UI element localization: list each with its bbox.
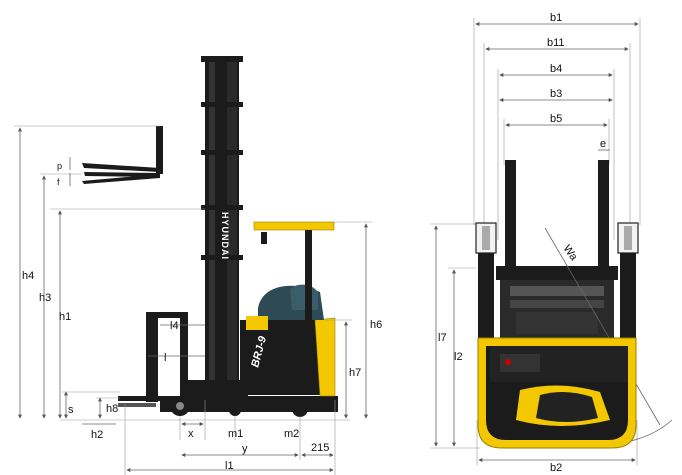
label-b2: b2 — [550, 462, 562, 474]
label-h2: h2 — [91, 429, 103, 441]
truck-body: BRJ-9 — [240, 284, 336, 397]
label-e: e — [600, 138, 606, 150]
vertical-dimensions — [14, 125, 205, 419]
label-l2: l2 — [454, 351, 463, 363]
label-f: f — [57, 177, 60, 187]
label-y: y — [242, 443, 248, 455]
label-b1: b1 — [550, 12, 562, 24]
label-215: 215 — [311, 442, 329, 454]
side-view: HYUNDAI BRJ-9 — [14, 56, 382, 475]
label-p: p — [57, 161, 62, 171]
label-h4: h4 — [22, 270, 34, 282]
outriggers — [475, 222, 639, 343]
top-body — [477, 337, 637, 449]
label-l1: l1 — [225, 460, 234, 472]
wheels — [170, 396, 308, 417]
label-m2: m2 — [284, 428, 299, 440]
brand-label: HYUNDAI — [220, 212, 230, 260]
label-h8: h8 — [106, 403, 118, 415]
label-h6: h6 — [370, 319, 382, 331]
label-b5: b5 — [550, 113, 562, 125]
label-x: x — [188, 428, 194, 440]
top-forks — [505, 160, 609, 270]
raised-forks — [82, 126, 163, 184]
label-s: s — [68, 404, 74, 416]
label-h1: h1 — [59, 311, 71, 323]
label-l: l — [164, 352, 166, 364]
label-h7: h7 — [349, 367, 361, 379]
label-l7: l7 — [438, 332, 447, 344]
horizontal-dimensions — [82, 324, 336, 475]
length-dimensions — [430, 223, 480, 449]
label-b11: b11 — [547, 37, 565, 49]
label-m1: m1 — [228, 428, 243, 440]
overhead-guard — [253, 221, 335, 322]
label-l4: l4 — [170, 320, 179, 332]
label-h3: h3 — [39, 292, 51, 304]
right-vertical-dimensions — [326, 221, 372, 419]
top-view: b1 b11 b4 b3 b5 e Wa l7 l2 b2 — [430, 12, 673, 474]
label-wa: Wa — [561, 243, 581, 264]
label-b3: b3 — [550, 88, 562, 100]
width-dimensions — [473, 18, 641, 465]
mast — [201, 56, 243, 400]
top-carriage — [496, 266, 618, 340]
turning-radius-arc — [544, 227, 661, 426]
fork-carriage — [118, 312, 188, 407]
label-b4: b4 — [550, 63, 562, 75]
